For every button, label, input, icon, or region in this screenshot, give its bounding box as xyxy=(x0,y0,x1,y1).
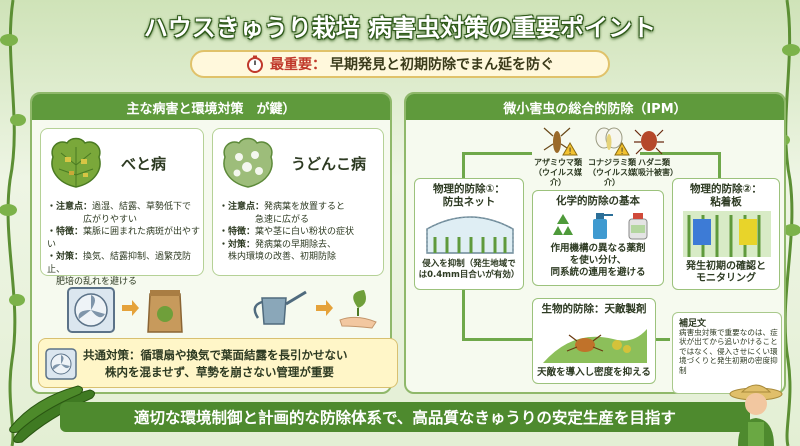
common-measures-line-2: 株内を混ませず、草勢を崩さない管理が重要 xyxy=(105,365,334,379)
key-point-lead: 最重要： xyxy=(270,57,326,73)
key-point-text: 早期発見と初期防除でまん延を防ぐ xyxy=(330,57,554,73)
arrow-right-icon xyxy=(316,300,333,316)
cucumber-vine-left xyxy=(0,0,26,446)
fertilizer-bag-icon xyxy=(147,290,183,333)
arrow-right-icon xyxy=(122,300,139,316)
cycle-arrow-bottom-right xyxy=(656,338,670,341)
downy-mildew-name: べと病 xyxy=(121,155,167,173)
warning-icon: ! xyxy=(614,142,630,156)
downy-line-5: 肥培の乱れを避ける xyxy=(47,277,138,287)
recycle-icon xyxy=(553,214,573,235)
chemical-description: 作用機構の異なる薬剤 を使い分け、 同系統の連用を避ける xyxy=(550,243,646,278)
chemical-control-box: 化学的防除の基本 作用機構の異なる薬剤 を使い分け、 同系統の連用を避ける xyxy=(532,190,664,286)
cycle-arrow-left-up xyxy=(462,290,465,340)
footer-banner: 適切な環境制御と計画的な防除体系で、高品質なきゅうりの安定生産を目指す xyxy=(60,402,750,432)
farmer-icon xyxy=(729,384,783,446)
seedling-hand-icon xyxy=(339,290,377,329)
net-description: 侵入を抑制（発生地域で は0.4mm目合いが有効） xyxy=(418,259,520,280)
natural-enemy-icon xyxy=(543,329,647,363)
ipm-panel-heading: 微小害虫の総合的防除（IPM） xyxy=(406,94,784,120)
timer-icon xyxy=(247,55,263,73)
powdery-mildew-details: ・注意点：発病葉を放置すると 急速に広がる ・特徴：葉や茎に白い粉状の症状 ・対… xyxy=(219,201,383,264)
biological-control-box: 生物的防除：天敵製剤 天敵を導入し密度を抑える xyxy=(532,298,656,384)
note-title: 補足文 xyxy=(679,319,707,329)
disease-panel-heading: 主な病害と環境対策 が鍵） xyxy=(32,94,390,120)
biological-description: 天敵を導入し密度を抑える xyxy=(537,367,651,378)
downy-line-4: ・対策：換気、結露抑制、過繁茂防止、 xyxy=(47,252,192,275)
powdery-mildew-card: うどんこ病 ・注意点：発病葉を放置すると 急速に広がる ・特徴：葉や茎に白い粉状… xyxy=(212,128,384,276)
cycle-arrow-bottom-left xyxy=(462,338,532,341)
downy-line-3: ・特徴：葉脈に囲まれた病斑が出やすい xyxy=(47,227,201,250)
powdery-line-5: 株内環境の改善、初期防除 xyxy=(219,252,337,262)
svg-text:!: ! xyxy=(568,147,572,156)
downy-line-2: 広がりやすい xyxy=(47,214,138,225)
common-measures-line-1: 共通対策：循環扇や換気で葉面結露を長引かせない xyxy=(83,348,348,362)
powdery-leaf-icon xyxy=(223,137,273,188)
biological-title: 生物的防除：天敵製剤 xyxy=(541,303,647,315)
common-measures-text: 共通対策：循環扇や換気で葉面結露を長引かせない 株内を混ませず、草勢を崩さない管… xyxy=(83,347,393,381)
powdery-mildew-name: うどんこ病 xyxy=(291,155,367,173)
pest-label-spider-mite: ハダニ類（吸汁被害） xyxy=(630,158,678,177)
net-title: 物理的防除①： 防虫ネット xyxy=(433,183,505,208)
watering-can-icon xyxy=(253,290,307,325)
key-point-banner: 最重要： 早期発見と初期防除でまん延を防ぐ xyxy=(190,50,610,78)
pest-label-thrips: アザミウマ類（ウイルス媒介） xyxy=(534,158,582,187)
powdery-line-4: ・対策：発病葉の早期除去、 xyxy=(219,239,337,250)
ventilation-fan-icon xyxy=(67,287,115,333)
powdery-line-1: ・注意点：発病葉を放置すると xyxy=(219,202,346,212)
whitefly-icon xyxy=(595,127,623,150)
pest-label-whitefly: コナジラミ類（ウイルス媒介） xyxy=(588,158,636,187)
chemical-bottle-icon xyxy=(628,213,648,240)
physical-control-sticky-box: 物理的防除②： 粘着板 発生初期の確認と モニタリング xyxy=(672,178,780,290)
page-title: ハウスきゅうり栽培 病害虫対策の重要ポイント xyxy=(143,14,657,42)
downy-leaf-icon xyxy=(51,137,101,188)
sticky-description: 発生初期の確認と モニタリング xyxy=(686,261,766,284)
powdery-line-2: 急速に広がる xyxy=(219,214,310,225)
greenhouse-net-icon xyxy=(426,216,514,254)
fan-icon xyxy=(45,348,77,380)
sticky-trap-icon xyxy=(683,211,771,257)
cycle-arrow-right-down xyxy=(718,152,721,178)
cycle-arrow-left-down xyxy=(462,152,465,178)
downy-mildew-card: べと病 ・注意点：過湿、結露、草勢低下で 広がりやすい ・特徴：葉脈に囲まれた病… xyxy=(40,128,204,287)
note-body: 病害虫対策で重要なのは、症状が出てから追いかけることではなく、侵入させにくい環境… xyxy=(679,328,778,375)
svg-text:!: ! xyxy=(620,147,624,156)
sticky-title: 物理的防除②： 粘着板 xyxy=(690,183,762,208)
cycle-arrow-top xyxy=(462,152,532,155)
powdery-line-3: ・特徴：葉や茎に白い粉状の症状 xyxy=(219,227,355,237)
spider-mite-icon xyxy=(634,129,664,155)
cycle-arrow-top-right xyxy=(640,152,720,155)
physical-control-net-box: 物理的防除①： 防虫ネット 侵入を抑制（発生地域で は0.4mm目合いが有効） xyxy=(414,178,524,290)
thrips-icon xyxy=(543,127,571,153)
spray-bottle-icon xyxy=(593,213,613,239)
downy-mildew-details: ・注意点：過湿、結露、草勢低下で 広がりやすい ・特徴：葉脈に囲まれた病斑が出や… xyxy=(47,201,203,289)
warning-icon: ! xyxy=(562,142,578,156)
common-measures-box: 共通対策：循環扇や換気で葉面結露を長引かせない 株内を混ませず、草勢を崩さない管… xyxy=(38,338,398,388)
downy-line-1: ・注意点：過湿、結露、草勢低下で xyxy=(47,202,192,212)
chemical-title: 化学的防除の基本 xyxy=(556,195,640,207)
supplementary-note: 補足文 病害虫対策で重要なのは、症状が出てから追いかけることではなく、侵入させに… xyxy=(672,312,782,394)
